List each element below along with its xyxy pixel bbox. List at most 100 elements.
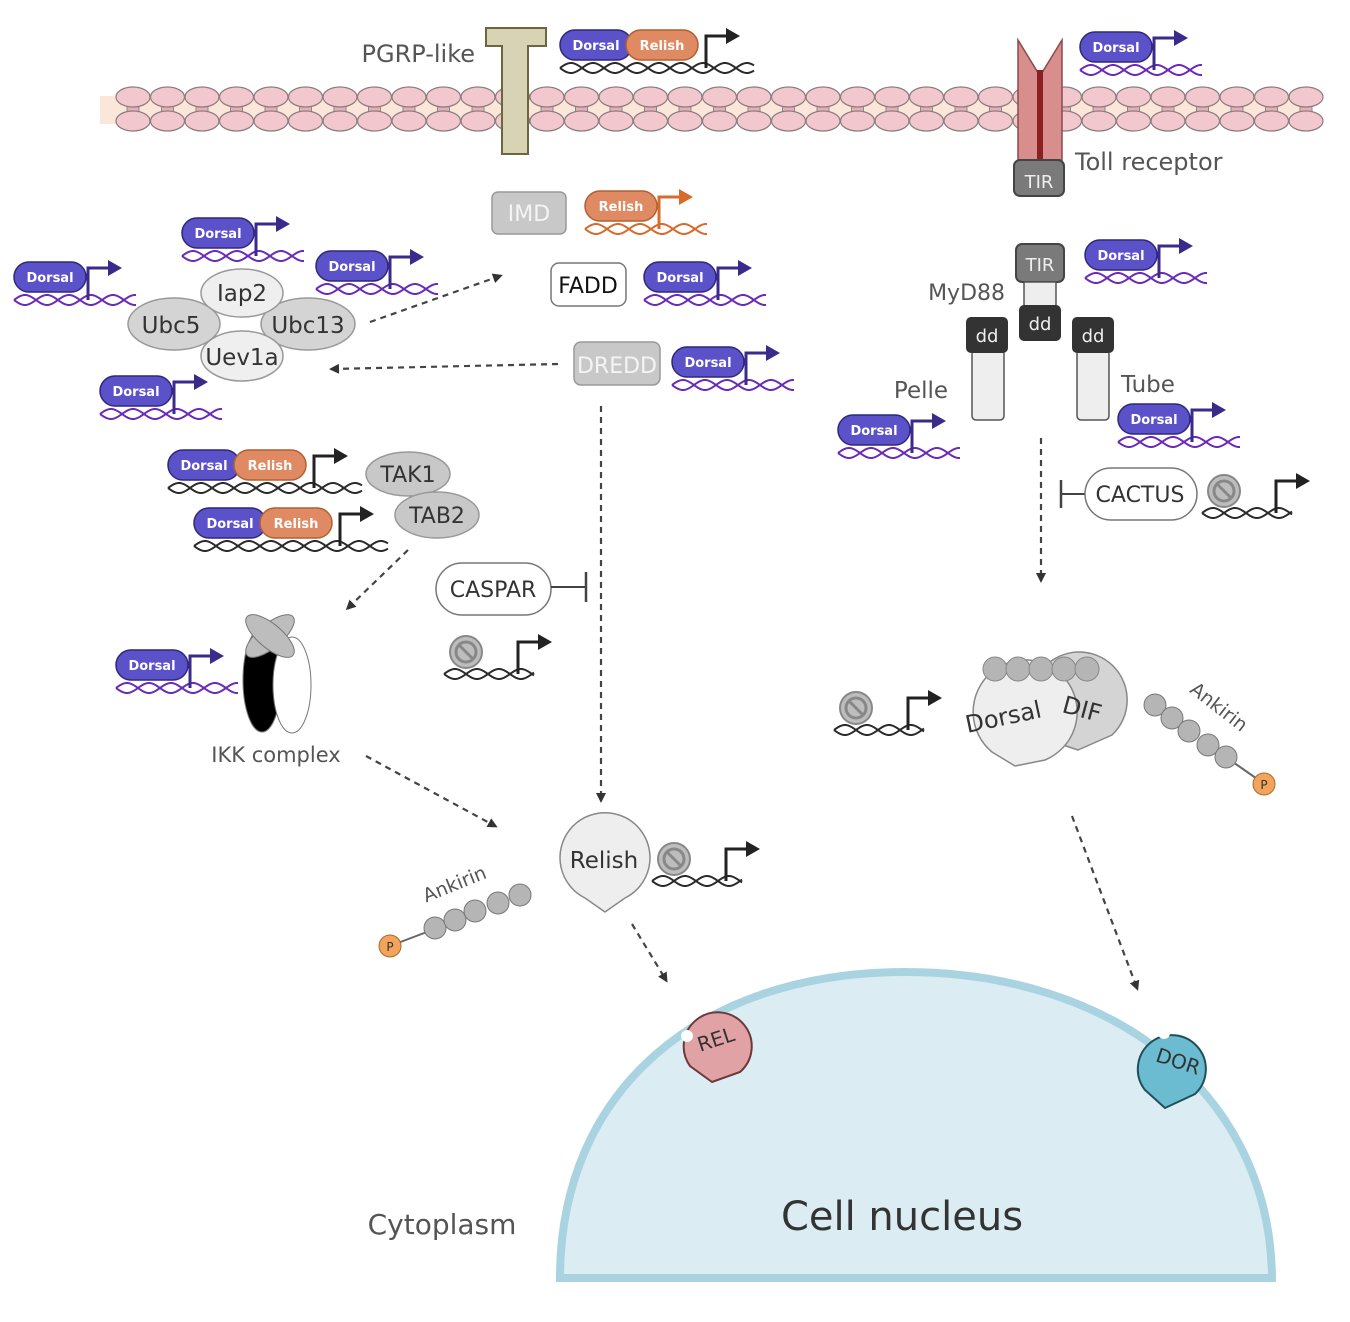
promoter-arrow-icon <box>704 34 728 68</box>
fadd-label: FADD <box>558 274 618 299</box>
dorsal-tf-pill <box>1084 239 1158 271</box>
dna-strand <box>1084 272 1208 284</box>
myd88-complex: TIR dd MyD88 dd Pelle dd Tube <box>894 243 1175 421</box>
cell-membrane <box>100 86 1324 132</box>
promoter-arrow-icon <box>910 419 934 453</box>
toll-tir-label: TIR <box>1024 172 1054 193</box>
blocked-icon <box>839 691 873 725</box>
ankirin-imd: P Ankirin <box>378 862 532 958</box>
promoter-arrow-icon <box>338 512 362 546</box>
iap2-label: Iap2 <box>217 281 267 307</box>
tube-label: Tube <box>1120 372 1175 398</box>
gene-cassette: Dorsal Relish <box>559 28 755 74</box>
dna-strand <box>167 482 363 494</box>
dna-strand <box>443 668 535 680</box>
dorsal-tf-label: Dorsal <box>572 39 619 54</box>
relish-protein-label: Relish <box>570 848 638 874</box>
dor-factor: DOR <box>1136 1027 1207 1110</box>
rel-factor: REL <box>681 1011 753 1084</box>
dorsal-tf-label: Dorsal <box>328 260 375 275</box>
relish-tf-label: Relish <box>599 200 644 215</box>
dorsal-tf-label: Dorsal <box>206 517 253 532</box>
dorsal-tf-label: Dorsal <box>1130 413 1177 428</box>
blocked-icon <box>1207 474 1241 508</box>
dna-strand <box>13 294 137 306</box>
relish-tf-label: Relish <box>640 39 685 54</box>
cell-nucleus: Cell nucleus <box>555 967 1277 1282</box>
cactus-label: CACTUS <box>1096 483 1185 508</box>
dorsal-tf-label: Dorsal <box>684 356 731 371</box>
relish-tf-pill <box>625 29 699 61</box>
dna-strand <box>559 62 755 74</box>
phospho-label: P <box>386 940 393 954</box>
dna-strand <box>837 447 961 459</box>
tak1-tab2-complex: TAK1 TAB2 <box>365 451 480 539</box>
dna-strand <box>1201 507 1293 519</box>
dorsal-tf-pill <box>643 261 717 293</box>
dna-strand <box>559 62 755 74</box>
dna-strand <box>1117 436 1241 448</box>
phospho-icon <box>1252 772 1276 796</box>
dna-strand <box>13 294 137 306</box>
dredd-box: DREDD <box>573 341 661 386</box>
gene-cassette: Dorsal <box>643 260 767 306</box>
dorsal-tf-pill <box>181 217 255 249</box>
promoter-arrow-icon <box>1274 479 1298 513</box>
signal-arrows <box>329 273 1140 991</box>
blocked-icon <box>657 842 691 876</box>
dna-strand <box>1084 272 1208 284</box>
dorsal-tf-label: Dorsal <box>1097 249 1144 264</box>
dna-strand <box>671 379 795 391</box>
dna-strand <box>99 408 223 420</box>
myd88-dd-label: dd <box>1029 314 1052 335</box>
caspar-label: CASPAR <box>450 578 537 603</box>
dna-strand <box>1117 436 1241 448</box>
tab2-label: TAB2 <box>408 504 465 529</box>
dna-strand <box>1079 64 1203 76</box>
gene-cassette: Dorsal <box>1079 30 1203 76</box>
gene-cassette: Dorsal <box>13 260 137 306</box>
pelle-label: Pelle <box>894 378 948 404</box>
dorsal-tf-pill <box>315 250 389 282</box>
dorsal-tf-pill <box>671 346 745 378</box>
promoter-arrow-icon <box>716 266 740 300</box>
dorsal-tf-pill <box>1117 403 1191 435</box>
gene-cassette: Dorsal <box>1117 402 1241 448</box>
ankirin-toll: P Ankirin <box>1143 678 1276 796</box>
tak1-label: TAK1 <box>379 463 435 488</box>
dna-strand <box>1079 64 1203 76</box>
dorsal-tf-label: Dorsal <box>128 659 175 674</box>
ubc5-label: Ubc5 <box>142 313 201 339</box>
gene-cassette: Dorsal <box>115 648 239 694</box>
toll-receptor-label: Toll receptor <box>1074 148 1223 176</box>
dna-strand <box>651 875 743 887</box>
promoter-arrow-icon <box>724 847 748 881</box>
promoter-arrow-icon <box>188 654 212 688</box>
dna-strand <box>193 540 389 552</box>
promoter-arrow-icon <box>254 222 278 256</box>
relish-protein: Relish <box>559 811 651 913</box>
pgrp-receptor: PGRP-like <box>362 27 547 155</box>
arrow-ikk-to-relish <box>365 755 498 828</box>
gene-cassette: Dorsal <box>315 249 439 295</box>
gene-cassette <box>651 841 760 887</box>
ikk-label: IKK complex <box>211 743 340 767</box>
dna-strand <box>584 223 708 235</box>
dna-strand <box>167 482 363 494</box>
promoter-arrow-icon <box>657 195 681 229</box>
cactus: CACTUS <box>1059 467 1198 521</box>
gene-cassette <box>833 690 942 736</box>
dorsal-tf-pill <box>115 649 189 681</box>
fadd-box: FADD <box>550 262 627 307</box>
nucleus-label: Cell nucleus <box>781 1194 1023 1240</box>
dna-strand <box>181 250 305 262</box>
relish-tf-pill <box>584 190 658 222</box>
dorsal-dif-complex: Dorsal DIF <box>963 651 1128 767</box>
tube-dd-label: dd <box>1082 326 1105 347</box>
dorsal-tf-label: Dorsal <box>26 271 73 286</box>
arrow-tab2-to-ikk <box>345 549 409 611</box>
